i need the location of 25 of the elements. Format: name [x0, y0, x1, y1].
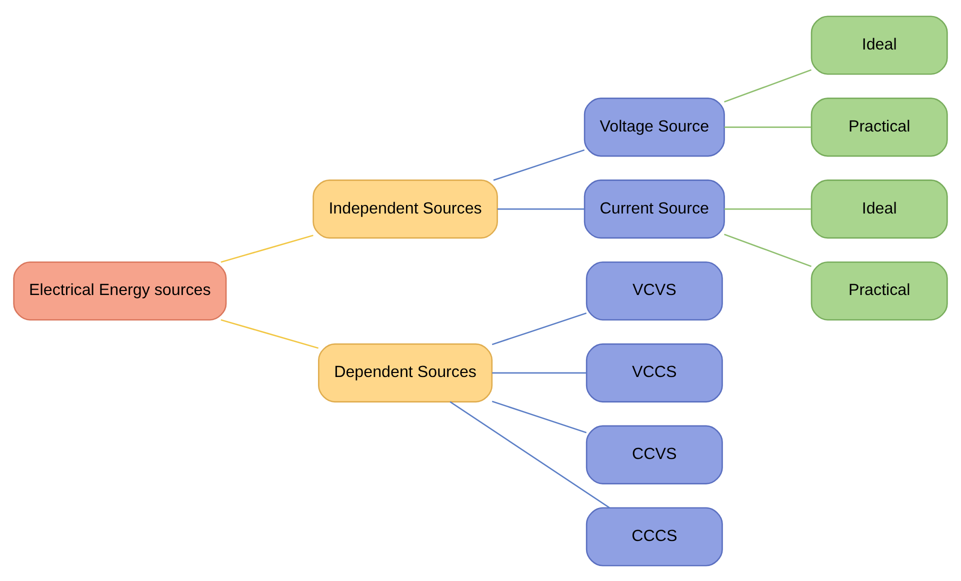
connector: [492, 312, 587, 345]
node-box: CCCS: [586, 506, 723, 566]
node-box: CCVS: [586, 424, 723, 484]
connector: [493, 148, 585, 180]
connector: [220, 318, 318, 348]
connector: [724, 233, 812, 267]
connector: [220, 234, 314, 262]
node-box: Ideal: [810, 15, 948, 74]
connector: [497, 208, 585, 210]
node-box: Electrical Energy sources: [13, 260, 227, 320]
node-box: VCCS: [586, 342, 723, 402]
connector: [492, 372, 586, 374]
connector: [724, 68, 812, 102]
node-box: Dependent Sources: [318, 342, 493, 402]
node-box: Practical: [810, 97, 948, 156]
node-box: Current Source: [584, 179, 725, 238]
connector: [724, 126, 812, 128]
connector: [450, 400, 610, 508]
connector: [492, 400, 587, 433]
node-box: Ideal: [810, 179, 948, 238]
connector: [724, 208, 812, 210]
node-box: Independent Sources: [312, 179, 498, 238]
node-box: Practical: [810, 260, 948, 320]
node-box: Voltage Source: [584, 97, 725, 156]
node-box: VCVS: [586, 260, 723, 320]
